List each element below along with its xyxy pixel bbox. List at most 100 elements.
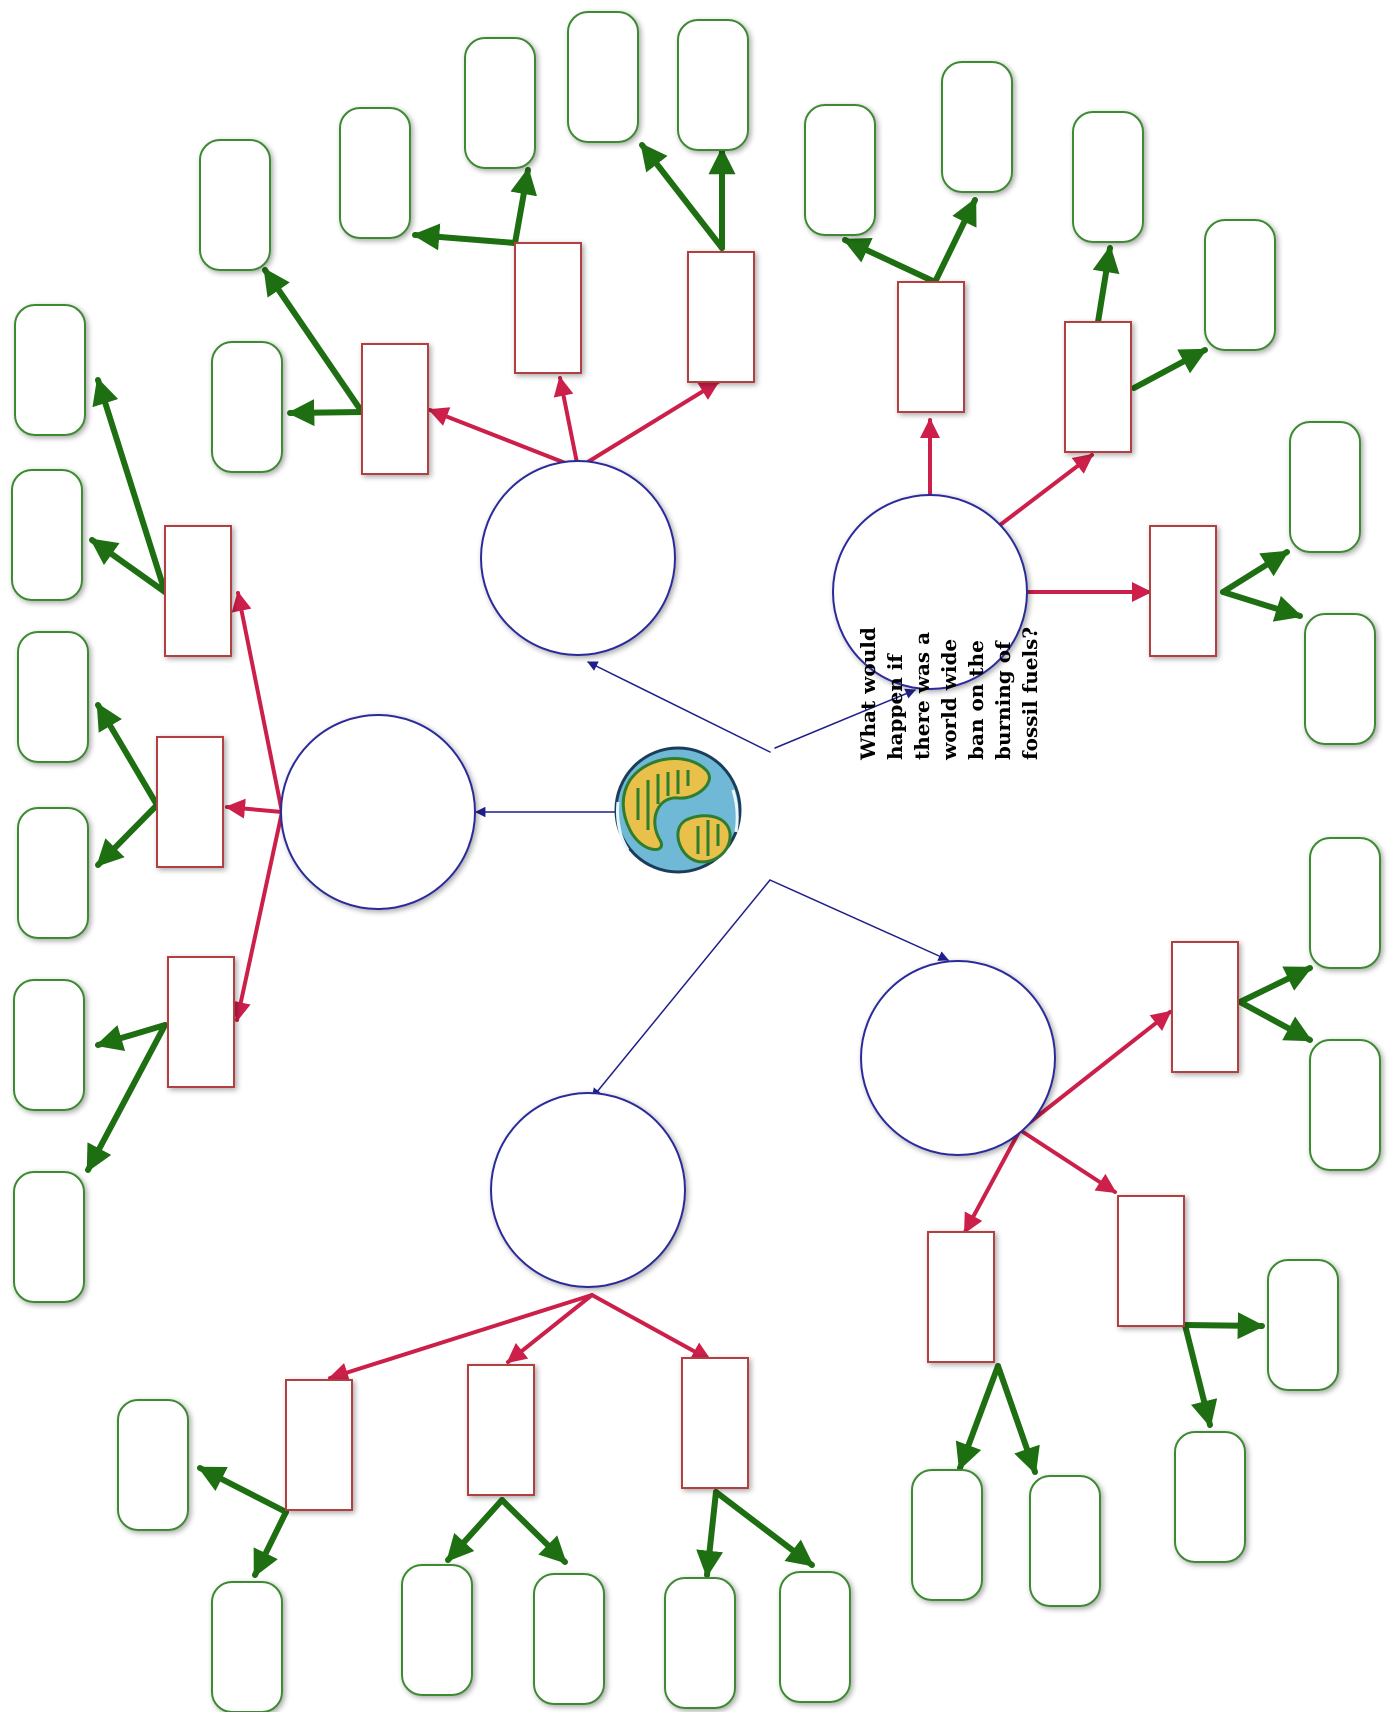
branch-box[interactable] [167,956,235,1088]
branch-box[interactable] [1064,321,1132,453]
detail-arrow [262,267,365,415]
branch-arrow [963,1128,1022,1234]
detail-box[interactable] [677,19,749,151]
detail-arrow [1092,245,1120,325]
branch-box[interactable] [514,242,582,374]
branch-box[interactable] [1149,525,1217,657]
detail-arrow [95,702,160,808]
topic-circle[interactable] [280,714,476,910]
detail-arrow [1182,1312,1265,1340]
detail-box[interactable] [911,1469,983,1601]
detail-box[interactable] [941,61,1013,193]
detail-arrow [995,1363,1040,1475]
detail-arrow [1237,965,1313,1005]
branch-arrow [428,407,580,470]
branch-arrow [328,1293,594,1383]
topic-circle[interactable] [480,460,676,656]
detail-arrow [1220,589,1303,622]
branch-box[interactable] [156,736,224,868]
branch-arrow [1018,1128,1117,1194]
detail-box[interactable] [14,304,86,436]
detail-box[interactable] [1072,111,1144,243]
detail-arrow [955,1363,1001,1471]
center-arrow [774,688,916,749]
detail-arrow [197,1465,289,1515]
branch-box[interactable] [927,1231,995,1363]
detail-box[interactable] [13,1171,85,1303]
detail-box[interactable] [339,107,411,239]
detail-arrow [932,197,978,285]
detail-box[interactable] [199,139,271,271]
detail-box[interactable] [11,469,83,601]
branch-box[interactable] [467,1364,535,1496]
detail-arrow [287,399,365,427]
branch-arrow [231,591,284,814]
detail-box[interactable] [464,37,536,169]
detail-box[interactable] [1029,1475,1101,1607]
detail-arrow [1220,549,1290,595]
detail-arrow [85,1022,168,1173]
question-line: fossil fuels? [1018,626,1042,760]
detail-arrow [1237,999,1313,1043]
detail-arrow [696,1489,724,1578]
branch-box[interactable] [681,1357,749,1489]
detail-arrow [1131,347,1208,391]
topic-circle[interactable] [832,494,1028,690]
branch-box[interactable] [164,525,232,657]
branch-box[interactable] [687,251,755,383]
detail-box[interactable] [1267,1259,1339,1391]
branch-box[interactable] [1171,941,1239,1073]
detail-arrow [95,1022,168,1051]
detail-box[interactable] [211,1581,283,1712]
branch-box[interactable] [1117,1195,1185,1327]
detail-arrow [445,1497,505,1563]
branch-box[interactable] [285,1379,353,1511]
topic-circle[interactable] [490,1092,686,1288]
center-arrow [587,661,771,753]
detail-box[interactable] [804,104,876,236]
branch-box[interactable] [361,343,429,475]
question-line: happen if [883,654,907,760]
detail-arrow [412,223,518,251]
detail-box[interactable] [401,1564,473,1696]
detail-box[interactable] [17,631,89,763]
detail-box[interactable] [533,1573,605,1705]
detail-box[interactable] [13,979,85,1111]
detail-box[interactable] [567,11,639,143]
detail-box[interactable] [664,1577,736,1709]
detail-arrow [89,537,168,595]
detail-box[interactable] [1204,219,1276,351]
detail-box[interactable] [17,807,89,939]
topic-circle[interactable] [860,960,1056,1156]
branch-arrow [231,810,284,1022]
detail-box[interactable] [1309,1039,1381,1171]
detail-box[interactable] [779,1571,851,1703]
globe-earth-icon [614,746,742,874]
detail-box[interactable] [1289,421,1361,553]
question-line: What would [856,627,880,760]
detail-arrow [95,802,160,868]
branch-arrow [1018,1010,1172,1132]
branch-arrow [998,453,1094,527]
question-line: there was a [910,631,934,760]
question-line: world wide [937,638,961,760]
detail-arrow [713,1489,815,1568]
center-arrow [769,879,949,961]
branch-arrow [590,1293,712,1362]
detail-box[interactable] [1174,1431,1246,1563]
center-arrow [591,879,771,1099]
question-line: ban on the [964,640,988,760]
detail-arrow [639,142,725,251]
detail-box[interactable] [1304,613,1376,745]
detail-arrow [252,1509,289,1578]
branch-box[interactable] [897,281,965,413]
central-question: What would happen if there was a world w… [855,560,1044,760]
branch-arrow [506,1293,594,1364]
question-line: burning of [991,641,1015,760]
detail-box[interactable] [117,1399,189,1531]
detail-arrow [499,1497,568,1565]
detail-arrow [92,377,168,595]
detail-box[interactable] [211,341,283,473]
detail-box[interactable] [1309,837,1381,969]
